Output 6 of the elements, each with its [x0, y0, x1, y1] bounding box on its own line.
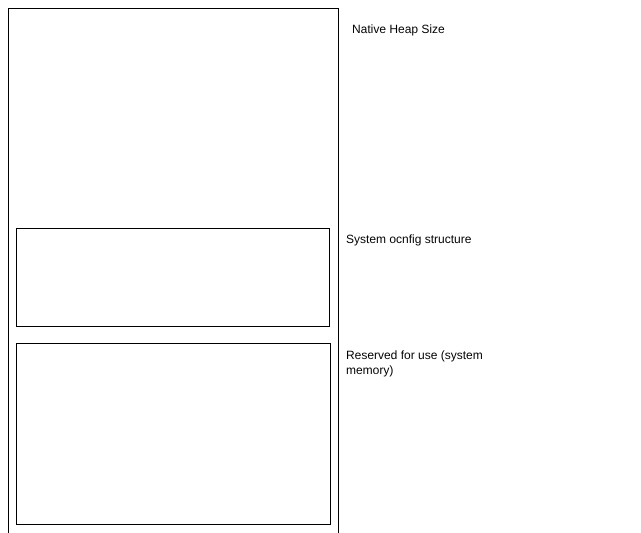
memory-region-box	[16, 228, 330, 327]
region-label: Reserved for use (system memory)	[346, 348, 484, 378]
region-label: Native Heap Size	[352, 22, 446, 37]
region-label: System ocnfig structure	[346, 232, 472, 247]
memory-region-box	[16, 343, 331, 525]
memory-region-box	[8, 8, 339, 533]
